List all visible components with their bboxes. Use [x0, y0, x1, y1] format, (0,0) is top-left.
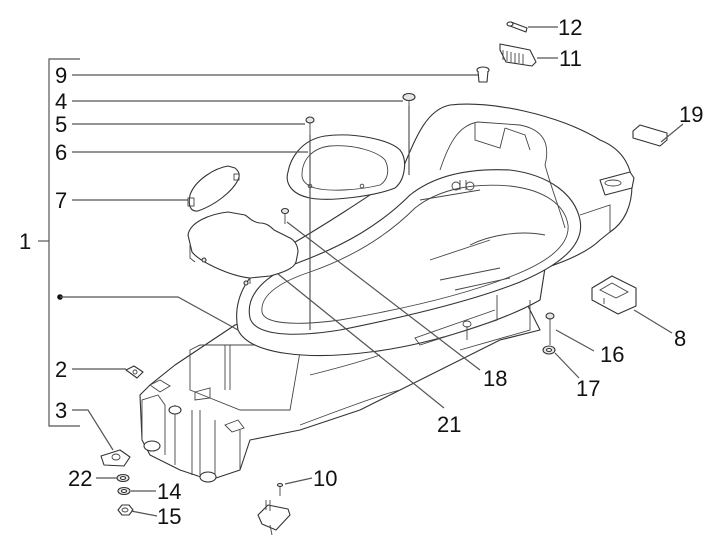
callout-8: 8 — [674, 326, 686, 351]
part-6-tray — [286, 134, 406, 200]
part-2-clip — [125, 365, 144, 379]
part-10-bracket — [257, 500, 291, 536]
part-15-nut — [117, 504, 134, 516]
callout-1: 1 — [19, 229, 31, 254]
part-18-screw — [280, 207, 290, 224]
part-7-cover-plate — [187, 165, 240, 212]
callout-labels: 1 2 3 4 5 6 7 8 9 10 11 12 14 15 16 17 1… — [19, 15, 703, 529]
callout-18: 18 — [483, 366, 507, 391]
part-16-screw — [545, 312, 555, 345]
part-3-clip — [100, 449, 131, 467]
part-9-bush — [476, 66, 490, 83]
callout-16: 16 — [600, 342, 624, 367]
part-10-screw — [276, 482, 284, 496]
callout-5: 5 — [55, 112, 67, 137]
callout-19: 19 — [679, 102, 703, 127]
callout-9: 9 — [55, 63, 67, 88]
callout-14: 14 — [157, 479, 181, 504]
callout-21: 21 — [437, 412, 461, 437]
callout-15: 15 — [157, 504, 181, 529]
callout-22: 22 — [68, 466, 92, 491]
assembly-bracket — [38, 58, 80, 427]
helmet-compartment-body — [139, 103, 635, 483]
callout-3: 3 — [55, 398, 67, 423]
part-5-screw — [305, 116, 315, 135]
callout-4: 4 — [55, 89, 67, 114]
callout-6: 6 — [55, 140, 67, 165]
callout-2: 2 — [55, 357, 67, 382]
part-22-washer — [116, 473, 130, 483]
part-4-screw — [402, 92, 416, 108]
leader-lines — [57, 26, 684, 517]
part-19-cap — [632, 124, 668, 147]
callout-10: 10 — [313, 466, 337, 491]
callout-7: 7 — [55, 188, 67, 213]
part-12-pin — [506, 21, 528, 33]
part-21-battery-cover — [187, 211, 299, 286]
part-11-bracket — [499, 43, 537, 67]
part-17-washer — [542, 345, 556, 355]
callout-12: 12 — [558, 15, 582, 40]
part-8-box — [591, 275, 637, 315]
callout-11: 11 — [559, 46, 582, 71]
callout-17: 17 — [576, 376, 600, 401]
part-14-washer — [117, 486, 131, 496]
